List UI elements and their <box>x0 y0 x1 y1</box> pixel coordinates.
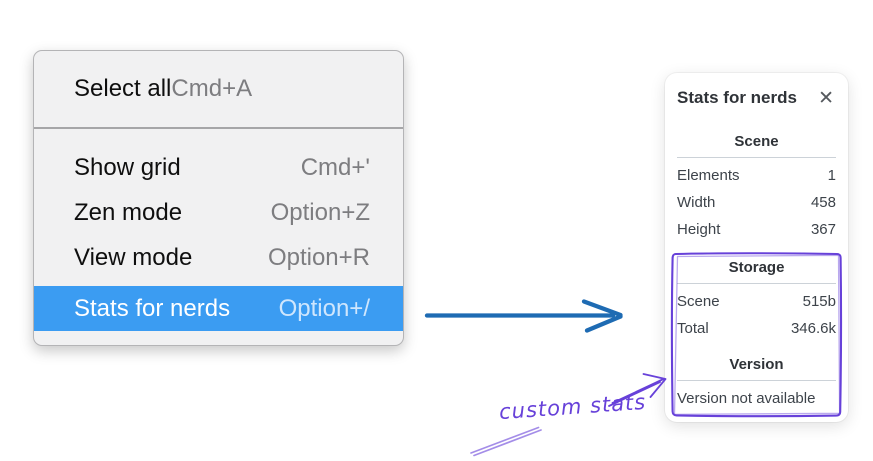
close-icon: ✕ <box>818 87 834 109</box>
section-header-scene: Scene <box>734 133 779 150</box>
stats-panel: Stats for nerds ✕ Scene Elements 1 Width… <box>665 73 848 422</box>
panel-title: Stats for nerds <box>677 88 797 107</box>
menu-item-shortcut: Cmd+' <box>300 153 370 181</box>
stat-label: Height <box>677 221 721 238</box>
context-menu: Select all Cmd+A Show grid Cmd+' Zen mod… <box>33 50 404 346</box>
stat-value: 346.6k <box>790 320 836 337</box>
close-button[interactable]: ✕ <box>818 89 834 108</box>
stat-value: 1 <box>827 167 836 184</box>
stat-row-scene-size: Scene 515b <box>677 288 836 315</box>
stat-value: 367 <box>810 221 836 238</box>
menu-item-select-all[interactable]: Select all Cmd+A <box>34 67 285 112</box>
annotation-underline <box>470 426 542 457</box>
stat-label: Elements <box>677 167 740 184</box>
menu-item-label: Zen mode <box>74 198 183 226</box>
flow-arrow <box>424 299 623 333</box>
stat-row-total-size: Total 346.6k <box>677 315 836 342</box>
stat-label: Scene <box>677 293 720 310</box>
annotation-label: custom stats <box>498 389 647 425</box>
section-divider <box>677 157 836 158</box>
menu-section-bottom: Show grid Cmd+' Zen mode Option+Z View m… <box>34 129 403 331</box>
menu-item-shortcut: Option+/ <box>278 294 370 322</box>
version-status-text: Version not available <box>677 390 816 407</box>
menu-section-top: Select all Cmd+A <box>34 51 403 127</box>
stats-panel-header: Stats for nerds ✕ <box>677 85 836 111</box>
stat-row-elements: Elements 1 <box>677 162 836 189</box>
menu-item-show-grid[interactable]: Show grid Cmd+' <box>34 145 403 190</box>
stat-value: 515b <box>802 293 836 310</box>
menu-item-shortcut: Cmd+A <box>171 75 253 102</box>
menu-item-shortcut: Option+Z <box>270 198 370 226</box>
section-divider <box>677 283 836 284</box>
menu-item-view-mode[interactable]: View mode Option+R <box>34 235 403 280</box>
menu-item-label: Stats for nerds <box>74 294 231 322</box>
menu-item-zen-mode[interactable]: Zen mode Option+Z <box>34 190 403 235</box>
stat-row-height: Height 367 <box>677 216 836 243</box>
section-divider <box>677 380 836 381</box>
menu-item-label: Select all <box>74 75 172 102</box>
section-header-storage: Storage <box>728 259 785 276</box>
menu-divider <box>34 127 403 129</box>
stat-label: Total <box>677 320 709 337</box>
menu-item-label: View mode <box>74 243 193 271</box>
stat-value: 458 <box>810 194 836 211</box>
section-header-version: Version <box>729 356 784 373</box>
menu-item-stats-for-nerds[interactable]: Stats for nerds Option+/ <box>34 286 403 331</box>
menu-item-shortcut: Option+R <box>267 243 370 271</box>
stat-row-width: Width 458 <box>677 189 836 216</box>
stat-label: Width <box>677 194 716 211</box>
menu-item-label: Show grid <box>74 153 181 181</box>
